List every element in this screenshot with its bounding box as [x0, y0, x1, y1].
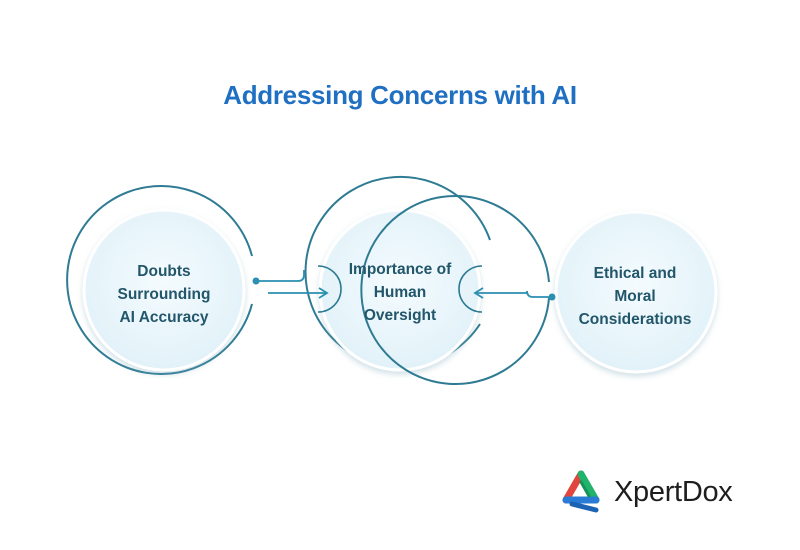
node-1-line-1: Doubts — [137, 263, 191, 280]
node-1-outer-ring — [66, 185, 253, 375]
node-2-label: Importance of Human Oversight — [325, 258, 475, 327]
node-3-line-1: Ethical and — [593, 265, 677, 282]
connector-1-start-dot — [252, 277, 260, 285]
connector-1-arrowhead — [318, 287, 329, 299]
node-3-circle — [360, 195, 718, 385]
node-2-line-1: Importance of — [348, 261, 452, 278]
node-1-label: Doubts Surrounding AI Accuracy — [89, 260, 239, 329]
node-3-outer-ring — [360, 195, 550, 385]
page-title: Addressing Concerns with AI — [223, 80, 577, 110]
node-2-left-notch — [317, 265, 342, 313]
node-3-inner-circle — [554, 210, 718, 374]
node-3-line-2: Moral — [614, 288, 656, 305]
connector-1-to-2 — [252, 270, 329, 299]
connector-3-to-2 — [473, 287, 556, 301]
node-3-label: Ethical and Moral Considerations — [560, 262, 710, 331]
brand-logo: XpertDox — [558, 470, 733, 514]
node-1-circle — [66, 185, 253, 375]
triangle-logo-icon — [562, 470, 600, 513]
node-1-line-2: Surrounding — [117, 286, 211, 303]
connector-3-arrowhead — [473, 287, 484, 299]
node-1-inner-circle — [82, 208, 246, 372]
node-2-line-2: Human — [373, 284, 427, 301]
node-2-line-3: Oversight — [363, 307, 437, 324]
node-1-line-3: AI Accuracy — [119, 309, 209, 326]
node-3-line-3: Considerations — [578, 311, 692, 328]
connector-3-start-dot — [548, 293, 556, 301]
brand-name: XpertDox — [614, 475, 733, 508]
node-2-right-notch — [458, 265, 483, 313]
